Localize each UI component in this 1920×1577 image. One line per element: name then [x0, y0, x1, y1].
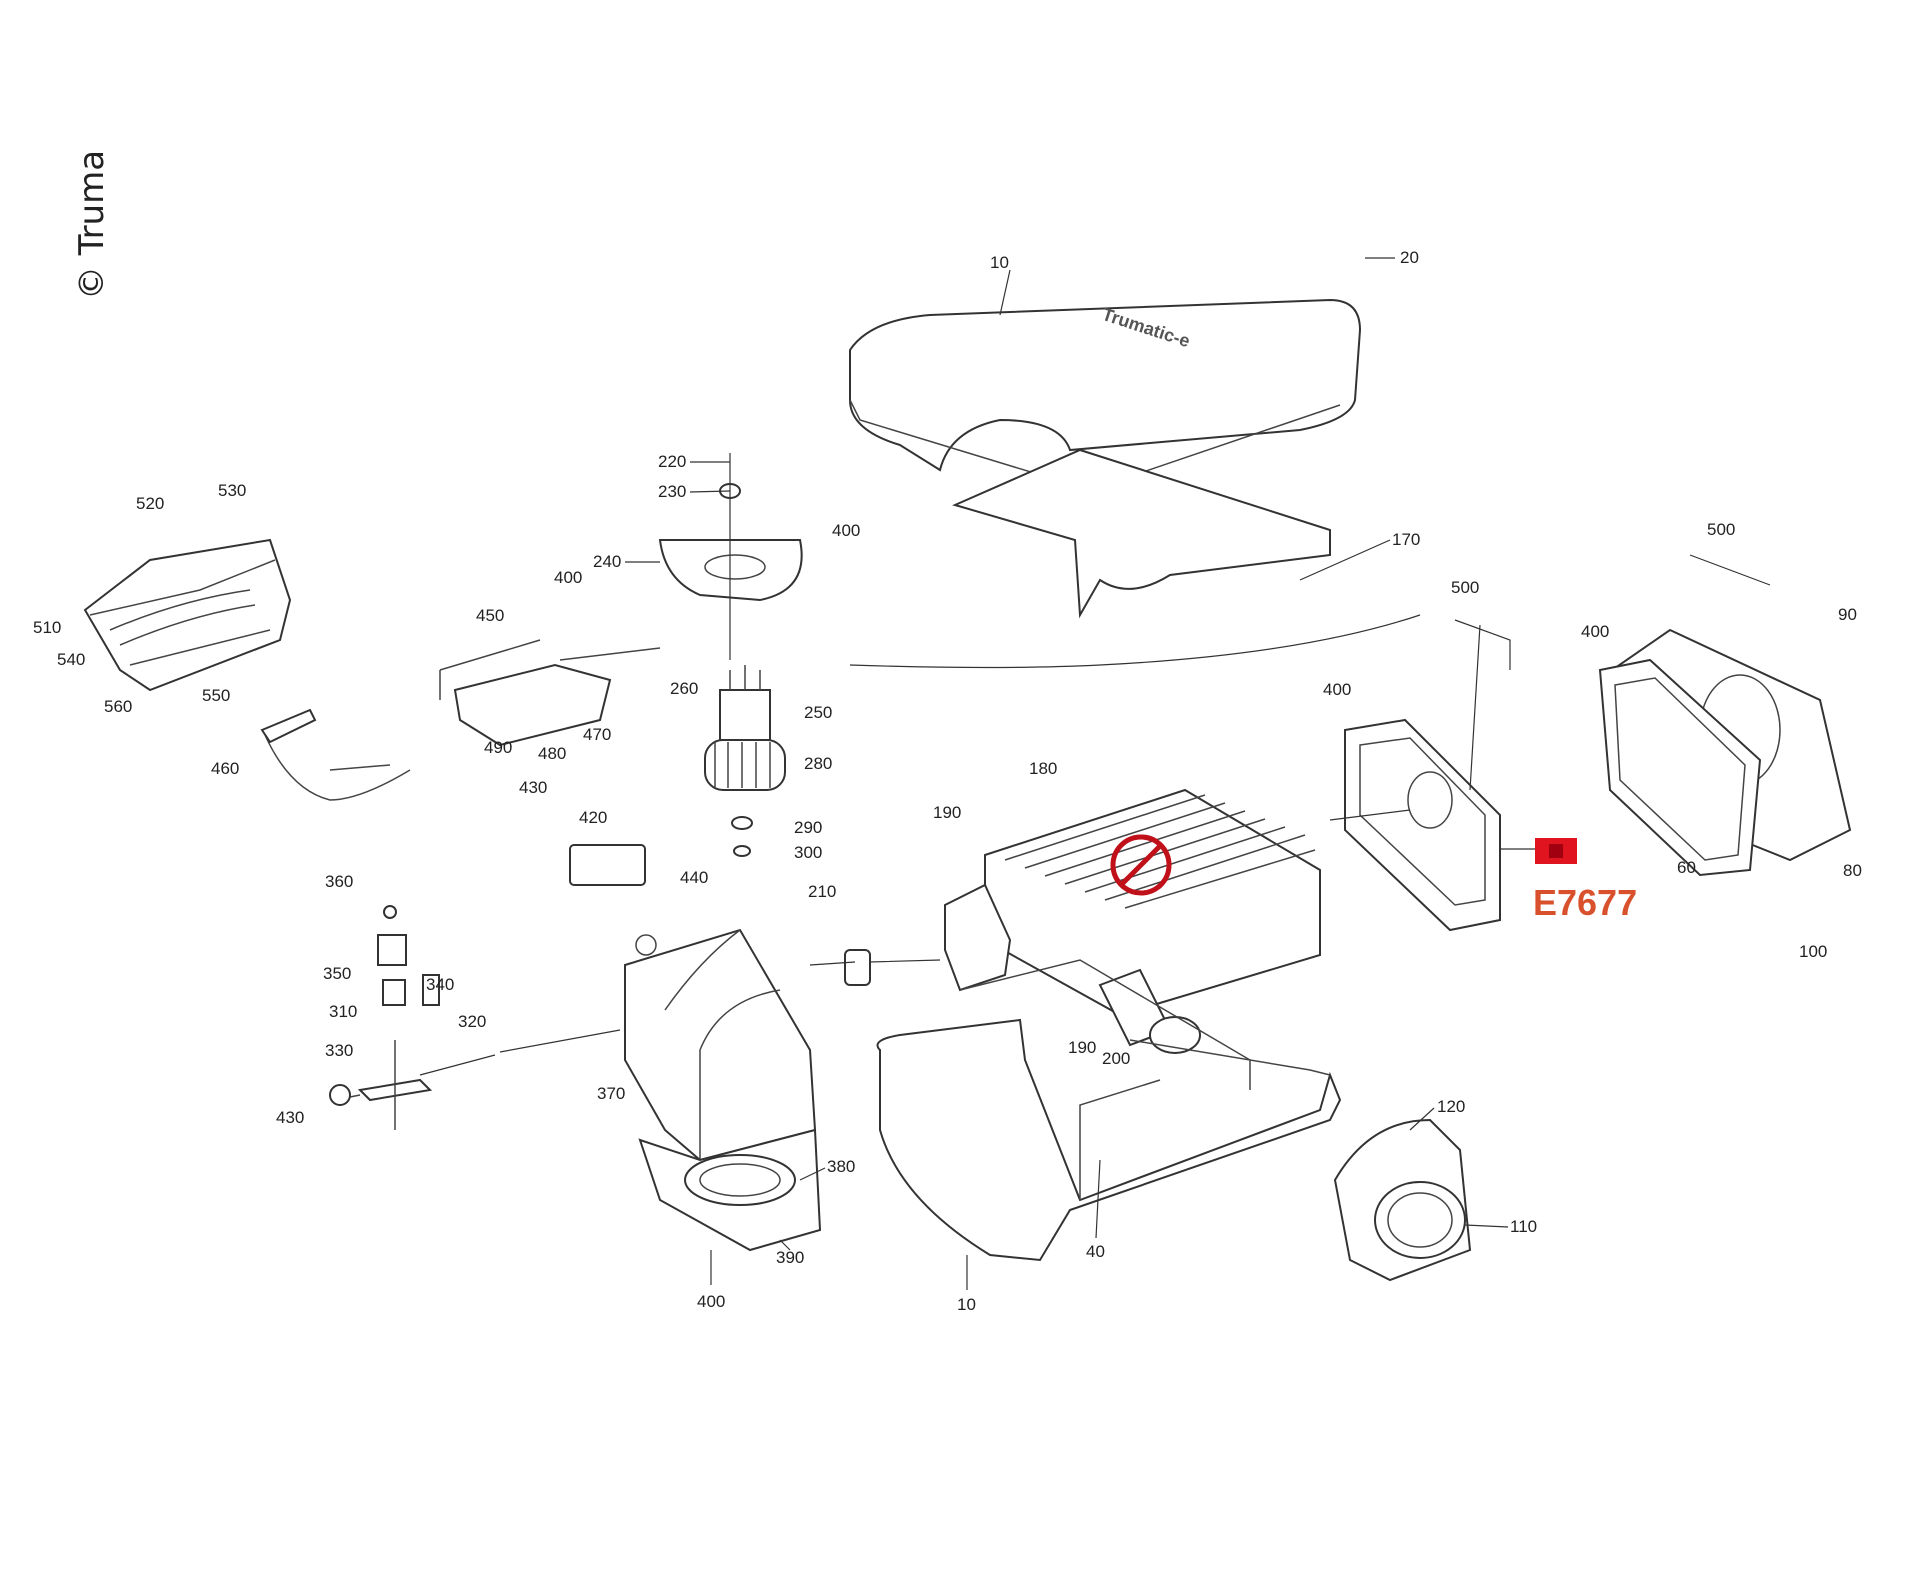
- part-label: 220: [658, 452, 686, 471]
- part-label: 430: [519, 778, 547, 797]
- blower-motor-part: [658, 483, 1421, 857]
- part-label: 330: [325, 1041, 353, 1060]
- part-label: 400: [1581, 622, 1609, 641]
- part-label: 460: [211, 759, 239, 778]
- part-label: 180: [1029, 759, 1057, 778]
- part-label: 510: [33, 618, 61, 637]
- part-label: 450: [476, 606, 504, 625]
- circuit-board-part: [260, 639, 661, 801]
- part-label: 90: [1838, 605, 1857, 624]
- part-number-labels: 10 20 170 220 230 400 240 520 530 510 54…: [33, 248, 1862, 1314]
- part-label: 480: [538, 744, 566, 763]
- leader-lines: [625, 257, 1509, 1290]
- part-label: 230: [658, 482, 686, 501]
- part-label: 200: [1102, 1049, 1130, 1068]
- part-label: 310: [329, 1002, 357, 1021]
- part-label: 300: [794, 843, 822, 862]
- fan-housing-part: [569, 844, 822, 1252]
- part-label: 120: [1437, 1097, 1465, 1116]
- part-label: 440: [680, 868, 708, 887]
- part-label: 60: [1677, 858, 1696, 877]
- heat-exchanger-part: [809, 788, 1321, 1054]
- part-label: 390: [776, 1248, 804, 1267]
- highlight-marker-core: [1549, 844, 1563, 858]
- part-label: 430: [276, 1108, 304, 1127]
- part-label: 250: [804, 703, 832, 722]
- part-label: 470: [583, 725, 611, 744]
- part-label: 540: [57, 650, 85, 669]
- part-label: 560: [104, 697, 132, 716]
- part-label: 550: [202, 686, 230, 705]
- part-label: 10: [957, 1295, 976, 1314]
- part-label: 400: [832, 521, 860, 540]
- control-box-part: [83, 538, 292, 692]
- part-label: 210: [808, 882, 836, 901]
- top-cover-part: Trumatic-e: [849, 298, 1362, 619]
- exhaust-flange-part: [1333, 1118, 1472, 1282]
- small-fittings-part: [329, 905, 621, 1130]
- part-label: 320: [458, 1012, 486, 1031]
- part-label: 80: [1843, 861, 1862, 880]
- part-label: 290: [794, 818, 822, 837]
- part-label: 40: [1086, 1242, 1105, 1261]
- part-label: 350: [323, 964, 351, 983]
- part-label: 370: [597, 1084, 625, 1103]
- part-label: 20: [1400, 248, 1419, 267]
- part-label: 260: [670, 679, 698, 698]
- part-label: 400: [1323, 680, 1351, 699]
- non-replaceable-symbol: [1110, 834, 1172, 896]
- part-label: 10: [990, 253, 1009, 272]
- part-label: 500: [1451, 578, 1479, 597]
- part-label: 400: [697, 1292, 725, 1311]
- part-label: 420: [579, 808, 607, 827]
- part-label: 110: [1510, 1217, 1537, 1236]
- part-label: 530: [218, 481, 246, 500]
- part-label: 500: [1707, 520, 1735, 539]
- part-label: 400: [554, 568, 582, 587]
- part-label: 170: [1392, 530, 1420, 549]
- part-label: 240: [593, 552, 621, 571]
- part-label: 380: [827, 1157, 855, 1176]
- part-label: 190: [1068, 1038, 1096, 1057]
- part-label: 520: [136, 494, 164, 513]
- part-label: 190: [933, 803, 961, 822]
- part-label: 360: [325, 872, 353, 891]
- part-label: 100: [1799, 942, 1827, 961]
- part-label: 280: [804, 754, 832, 773]
- bottom-tray-part: [876, 959, 1342, 1262]
- copyright-text: © Truma: [72, 150, 112, 300]
- part-label: 490: [484, 738, 512, 757]
- part-label: 340: [426, 975, 454, 994]
- air-duct-part: [1329, 554, 1852, 932]
- part-code-label: E7677: [1533, 882, 1637, 923]
